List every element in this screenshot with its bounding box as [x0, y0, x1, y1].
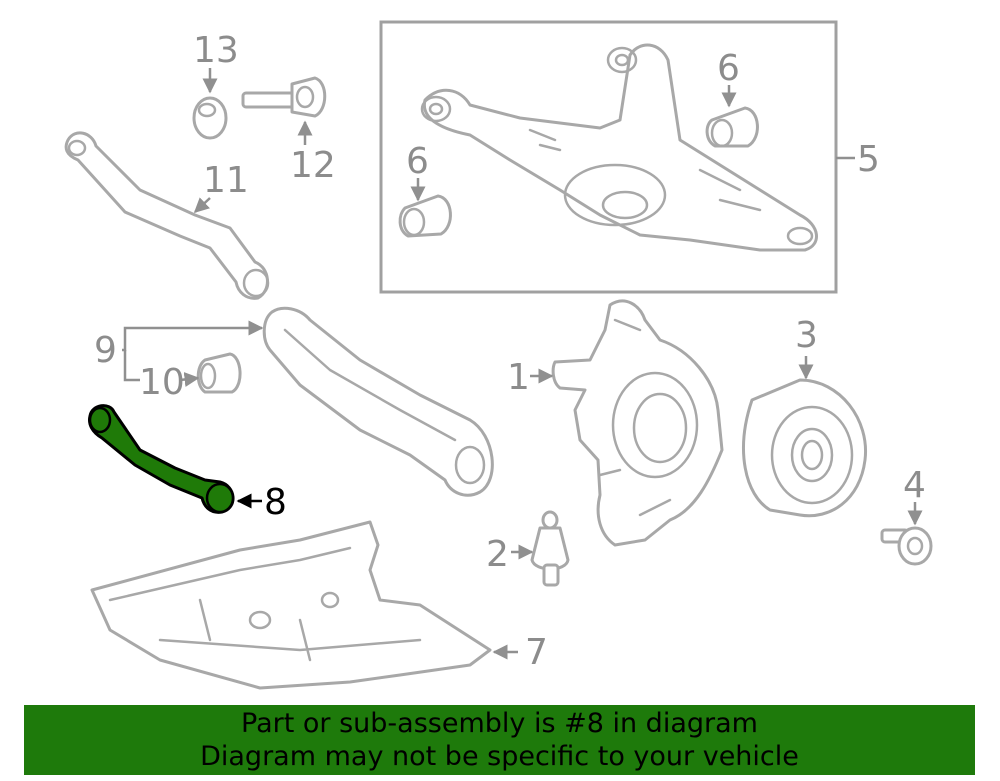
callout-13: 13 [193, 30, 239, 71]
callout-9: 9 [94, 330, 117, 371]
callout-10: 10 [139, 362, 185, 403]
leader-10 [123, 350, 140, 382]
link-9-part [262, 306, 494, 497]
washer-13-part [192, 96, 228, 140]
ball-joint-2-part [530, 510, 570, 587]
callout-3: 3 [795, 315, 818, 356]
link-11-part [64, 131, 270, 300]
leader-11 [193, 197, 211, 214]
banner-line-1: Part or sub-assembly is #8 in diagram [241, 708, 758, 739]
callout-11: 11 [203, 160, 249, 201]
callout-12: 12 [290, 145, 336, 186]
knuckle-1-part [551, 299, 724, 547]
banner-line-2: Diagram may not be specific to your vehi… [200, 741, 799, 772]
leader-10b [179, 372, 200, 387]
callout-7: 7 [525, 632, 548, 673]
callout-4: 4 [903, 465, 926, 506]
parts-diagram: 13 12 11 6 6 5 9 10 1 3 4 2 7 8 [64, 20, 933, 690]
leader-9 [122, 320, 264, 352]
bolt-4-part [880, 526, 933, 566]
callout-2: 2 [486, 534, 509, 575]
callout-8: 8 [264, 482, 287, 523]
hub-bearing-3-part [742, 378, 868, 518]
bushing-6-left-part [398, 194, 452, 238]
bolt-12-part [241, 76, 327, 118]
lower-control-arm-part [420, 43, 818, 252]
bushing-10-part [196, 352, 242, 394]
callout-6-right: 6 [717, 48, 740, 89]
callout-6-left: 6 [406, 141, 429, 182]
control-link-8-highlighted-part [88, 404, 235, 514]
callout-5: 5 [857, 139, 880, 180]
bushing-6-right-part [705, 106, 759, 148]
info-banner: Part or sub-assembly is #8 in diagram Di… [24, 705, 975, 775]
callout-1: 1 [507, 357, 530, 398]
splash-shield-7-part [90, 520, 492, 690]
